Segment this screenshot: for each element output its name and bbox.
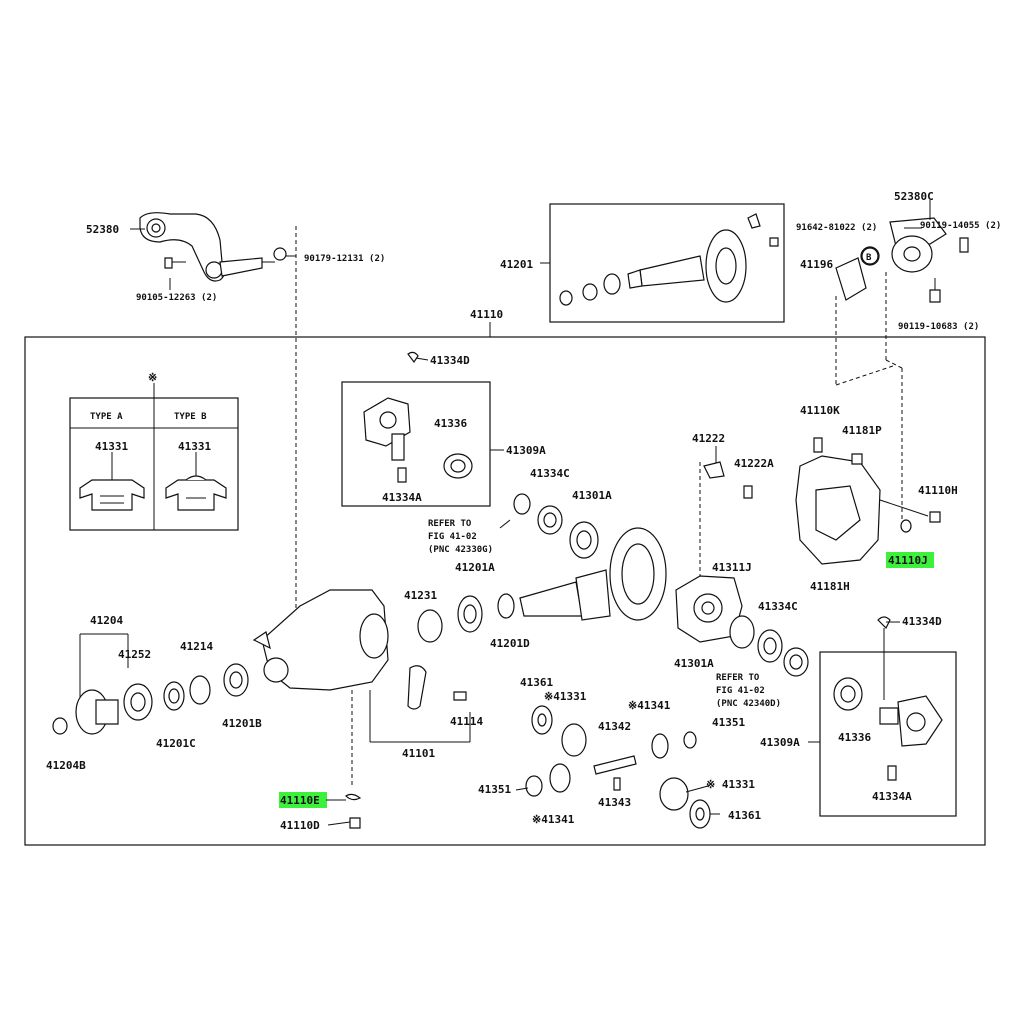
bracket-52380 — [130, 212, 287, 290]
label-41204: 41204 — [90, 614, 123, 627]
label-91642: 91642-81022 (2) — [796, 223, 877, 233]
label-star-type: ※ — [148, 371, 157, 384]
bearing-set-middle — [499, 493, 599, 559]
pinion-ring-gear — [417, 527, 667, 643]
highlight-41110e — [279, 792, 327, 808]
label-refer2-line1: REFER TO — [716, 673, 760, 683]
label-41252: 41252 — [118, 648, 151, 661]
label-41301a-2: 41301A — [674, 657, 714, 670]
label-41181h: 41181H — [810, 580, 850, 593]
label-41361-1: 41361 — [520, 676, 553, 689]
main-assembly-frame — [24, 336, 986, 846]
label-circle-b: B — [866, 253, 872, 263]
label-type-b: TYPE B — [174, 412, 207, 422]
highlight-41110j — [886, 552, 934, 568]
label-52380c: 52380C — [894, 190, 934, 203]
label-41204b: 41204B — [46, 759, 86, 772]
axle-stub-box-lower — [808, 616, 957, 817]
label-refer2-line2: FIG 41-02 — [716, 686, 765, 696]
label-41214: 41214 — [180, 640, 213, 653]
label-41201b: 41201B — [222, 717, 262, 730]
ring-pinion-box — [540, 203, 785, 323]
label-41110k: 41110K — [800, 404, 840, 417]
label-90119b: 90119-10683 (2) — [898, 322, 979, 332]
label-41334d-2: 41334D — [902, 615, 942, 628]
label-41110d: 41110D — [280, 819, 320, 832]
type-box — [69, 383, 239, 531]
label-41336-1: 41336 — [434, 417, 467, 430]
label-52380: 52380 — [86, 223, 119, 236]
type-b-part-drawing — [165, 452, 227, 511]
left-flange-set — [52, 633, 249, 735]
label-type-a: TYPE A — [90, 412, 123, 422]
carrier-housing — [252, 589, 389, 691]
label-90119a: 90119-14055 (2) — [920, 221, 1001, 231]
label-41181p: 41181P — [842, 424, 882, 437]
label-refer2-line3: (PNC 42340D) — [716, 699, 781, 709]
label-41110: 41110 — [470, 308, 503, 321]
label-41110h: 41110H — [918, 484, 958, 497]
label-41309a-2: 41309A — [760, 736, 800, 749]
label-41334c-2: 41334C — [758, 600, 798, 613]
label-41222: 41222 — [692, 432, 725, 445]
label-refer1-line2: FIG 41-02 — [428, 532, 477, 542]
label-41361-2: 41361 — [728, 809, 761, 822]
label-41331-a: 41331 — [95, 440, 128, 453]
label-90105: 90105-12263 (2) — [136, 293, 217, 303]
axle-stub-box-upper — [341, 351, 504, 507]
label-41201a: 41201A — [455, 561, 495, 574]
label-41334a-2: 41334A — [872, 790, 912, 803]
label-41114: 41114 — [450, 715, 483, 728]
label-41231: 41231 — [404, 589, 437, 602]
differential-gears — [345, 705, 711, 829]
rear-cover — [795, 437, 941, 565]
label-41334c-1: 41334C — [530, 467, 570, 480]
label-41309a-1: 41309A — [506, 444, 546, 457]
label-41196: 41196 — [800, 258, 833, 271]
label-41331-4: ※ 41331 — [706, 778, 755, 791]
mount-52380c — [835, 200, 969, 303]
label-41343: 41343 — [598, 796, 631, 809]
label-41341-2: ※41341 — [532, 813, 575, 826]
label-41331-3: ※41331 — [544, 690, 587, 703]
label-41311j: 41311J — [712, 561, 752, 574]
label-41101: 41101 — [402, 747, 435, 760]
label-refer1-line3: (PNC 42330G) — [428, 545, 493, 555]
label-refer1-line1: REFER TO — [428, 519, 472, 529]
label-41336-2: 41336 — [838, 731, 871, 744]
label-90179: 90179-12131 (2) — [304, 254, 385, 264]
label-41301a-1: 41301A — [572, 489, 612, 502]
label-41222a: 41222A — [734, 457, 774, 470]
label-41201: 41201 — [500, 258, 533, 271]
label-41331-b: 41331 — [178, 440, 211, 453]
label-41351-2: 41351 — [478, 783, 511, 796]
label-41351-1: 41351 — [712, 716, 745, 729]
label-41110j: 41110J — [888, 554, 928, 567]
part-41222 — [703, 446, 753, 499]
part-41101 — [407, 665, 467, 710]
label-41334a-1: 41334A — [382, 491, 422, 504]
label-41201c: 41201C — [156, 737, 196, 750]
label-41201d: 41201D — [490, 637, 530, 650]
label-41342: 41342 — [598, 720, 631, 733]
differential-case — [675, 575, 809, 677]
label-41110e: 41110E — [280, 794, 320, 807]
label-41334d-1: 41334D — [430, 354, 470, 367]
label-41341-1: ※41341 — [628, 699, 671, 712]
type-a-part-drawing — [79, 452, 145, 511]
